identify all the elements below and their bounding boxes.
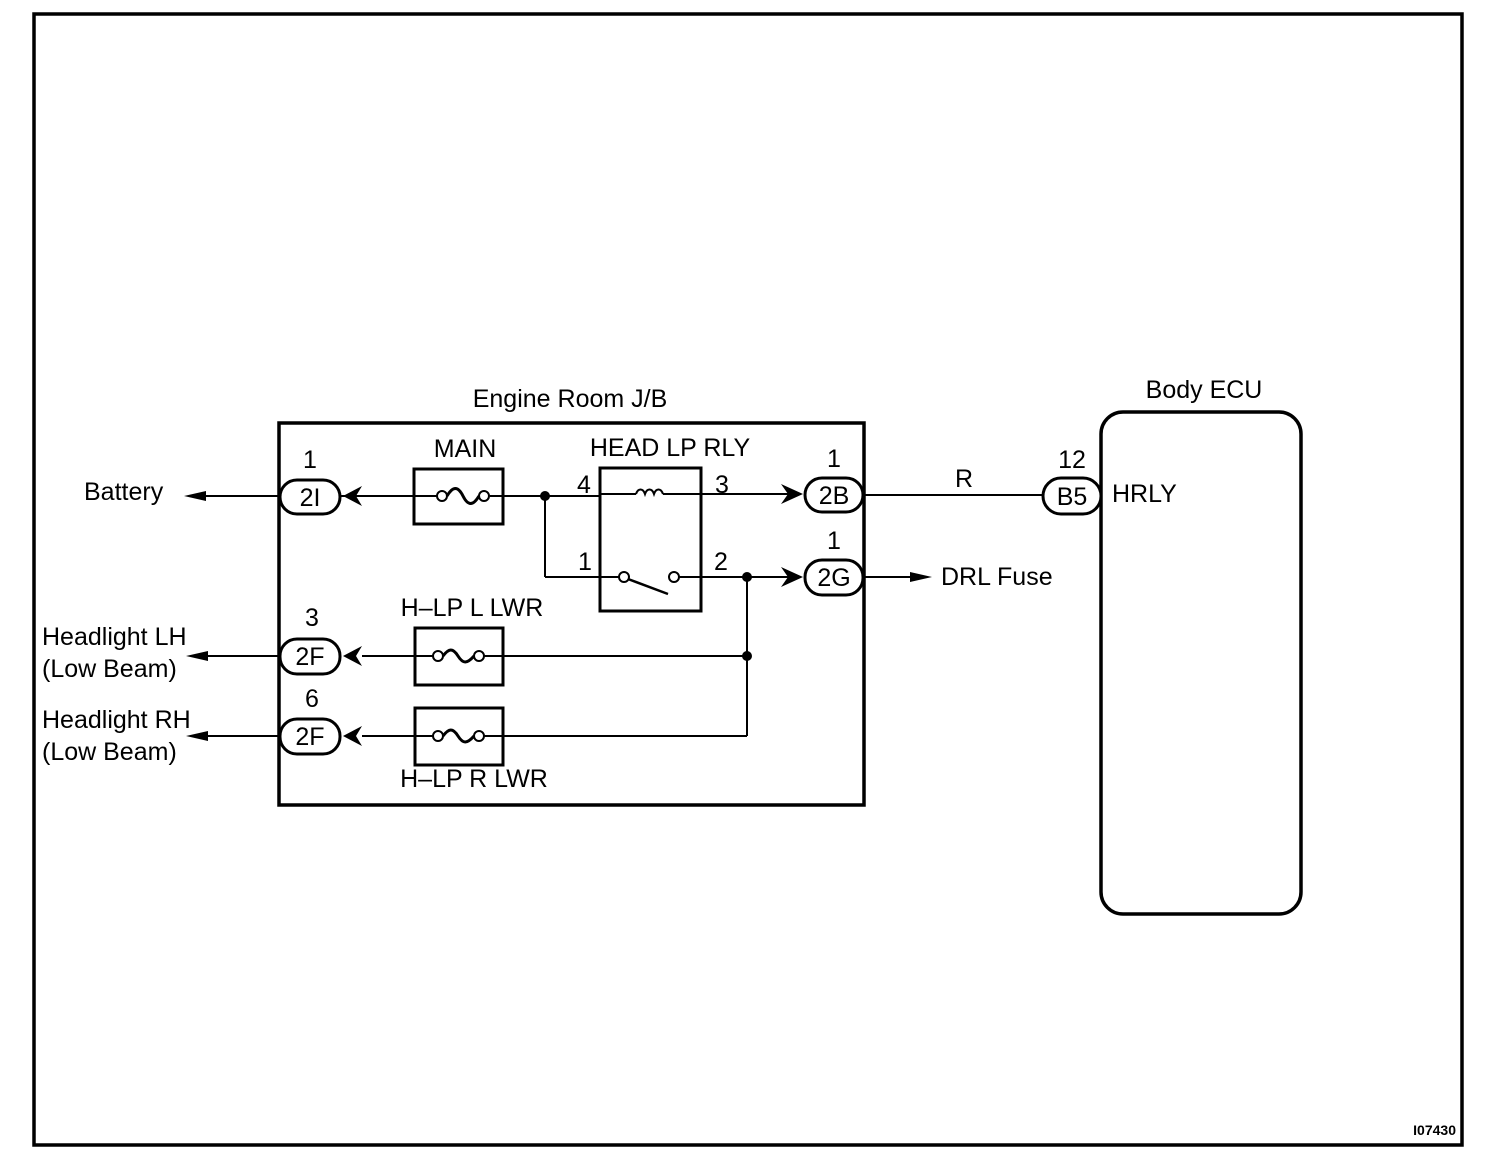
connector-2G-code: 2G (817, 564, 850, 592)
relay-switch-icon (627, 577, 669, 596)
ecu-terminal-hrly: HRLY (1112, 480, 1177, 508)
relay-pin-3: 3 (715, 471, 729, 499)
drl-fuse-label: DRL Fuse (941, 563, 1053, 591)
connector-2G-pin: 1 (827, 527, 841, 555)
relay-label: HEAD LP RLY (590, 434, 751, 462)
connector-chevron-icon (781, 484, 803, 504)
connector-chevron-icon (781, 567, 803, 587)
engine-room-jb-title: Engine Room J/B (473, 385, 668, 413)
connector-2B-code: 2B (819, 482, 850, 510)
relay-pin-4: 4 (577, 471, 591, 499)
arrow-right-icon (910, 572, 932, 582)
figure-id: I07430 (1413, 1122, 1456, 1138)
connector-chevron-icon (343, 646, 362, 666)
hlp-r-lwr-label: H–LP R LWR (400, 765, 548, 793)
fuse-terminal-icon (436, 490, 448, 502)
wire-color-label: R (955, 465, 973, 493)
main-fuse-label: MAIN (434, 435, 497, 463)
arrow-left-icon (184, 491, 206, 501)
fuse-terminal-icon (478, 490, 490, 502)
connector-2B-pin: 1 (827, 445, 841, 473)
headlight-rh-sublabel: (Low Beam) (42, 738, 177, 766)
connector-chevron-icon (343, 486, 362, 506)
fuse-icon (441, 728, 476, 744)
fuse-icon (445, 487, 481, 505)
connector-2F-6-code: 2F (295, 723, 324, 751)
body-ecu-box (1099, 410, 1303, 916)
arrow-left-icon (186, 651, 208, 661)
arrow-left-icon (186, 731, 208, 741)
relay-pin-1: 1 (578, 548, 592, 576)
connector-2F-3-pin: 3 (305, 604, 319, 632)
body-ecu-title: Body ECU (1146, 376, 1263, 404)
battery-label: Battery (84, 478, 164, 506)
connector-2I (278, 478, 342, 516)
connector-chevron-icon (343, 726, 362, 746)
connector-B5 (1041, 476, 1103, 516)
engine-room-jb-box (277, 421, 866, 807)
fuse-icon (441, 648, 476, 664)
connector-2F-6-pin: 6 (305, 685, 319, 713)
headlight-lh-sublabel: (Low Beam) (42, 655, 177, 683)
relay-pin-2: 2 (714, 548, 728, 576)
connector-B5-pin: 12 (1058, 446, 1086, 474)
hlp-l-lwr-label: H–LP L LWR (401, 594, 544, 622)
headlight-rh-label: Headlight RH (42, 706, 191, 734)
connector-2F-3-code: 2F (295, 643, 324, 671)
connector-B5-code: B5 (1057, 483, 1088, 511)
diagram-frame (32, 12, 1464, 1147)
headlight-lh-label: Headlight LH (42, 623, 187, 651)
connector-2I-code: 2I (300, 484, 321, 512)
relay-coil-icon (635, 488, 664, 498)
connector-2I-pin: 1 (303, 446, 317, 474)
